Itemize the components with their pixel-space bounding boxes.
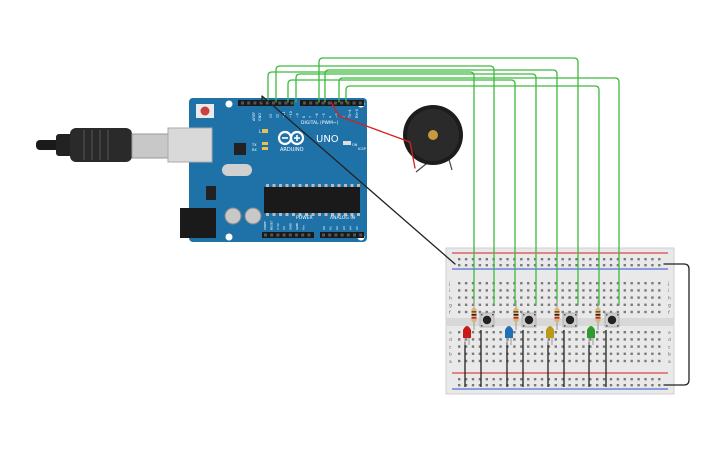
wire-button-3[interactable] bbox=[318, 57, 579, 306]
wire-button-2[interactable] bbox=[295, 73, 537, 306]
power-pin-label: IOREF bbox=[263, 221, 267, 230]
push-button[interactable] bbox=[521, 312, 537, 328]
digital-pin-label: 12 bbox=[276, 114, 280, 118]
led-l-label: L bbox=[259, 129, 262, 134]
led[interactable] bbox=[587, 326, 595, 345]
row-letter: b bbox=[668, 352, 671, 358]
piezo-buzzer[interactable] bbox=[403, 105, 463, 173]
push-button[interactable] bbox=[479, 312, 495, 328]
led[interactable] bbox=[463, 326, 471, 345]
row-letter: c bbox=[668, 345, 671, 350]
row-letter: b bbox=[449, 352, 452, 358]
gnd-label: GND bbox=[258, 113, 262, 121]
row-letter: f bbox=[668, 310, 670, 316]
usb-chip bbox=[234, 143, 246, 155]
arduino-board[interactable]: ARDUINO UNO DIGITAL (PWM~) POWER ANALOG … bbox=[167, 98, 367, 242]
row-letter: j bbox=[448, 281, 450, 287]
analog-pin-label: A5 bbox=[355, 226, 359, 230]
row-letter: d bbox=[668, 337, 671, 343]
breadboard-components bbox=[463, 300, 620, 387]
power-jack bbox=[180, 208, 216, 238]
digital-pin-label: 13 bbox=[269, 114, 273, 118]
row-letter: j bbox=[667, 281, 669, 287]
push-button[interactable] bbox=[562, 312, 578, 328]
wire-ground[interactable] bbox=[261, 95, 456, 265]
led-tx-label: TX bbox=[251, 143, 257, 147]
atmega-chip bbox=[264, 187, 360, 213]
row-letter: e bbox=[449, 331, 452, 336]
resistor[interactable] bbox=[513, 300, 519, 330]
resistor[interactable] bbox=[554, 300, 560, 330]
on-label: ON bbox=[352, 143, 358, 147]
arduino-logo bbox=[277, 130, 305, 146]
analog-pin-label: A4 bbox=[348, 226, 352, 230]
center-channel bbox=[446, 318, 674, 326]
analog-pin-label: A2 bbox=[335, 226, 339, 230]
power-pin-label: RESET bbox=[269, 220, 273, 230]
analog-pin-label: A1 bbox=[329, 226, 333, 230]
row-letter: a bbox=[449, 360, 452, 365]
led[interactable] bbox=[505, 326, 513, 345]
digital-pin-label: TX→1 bbox=[348, 109, 352, 119]
row-letter: h bbox=[668, 295, 671, 301]
model-label: UNO bbox=[316, 134, 339, 145]
row-letter: d bbox=[449, 337, 452, 343]
digital-pin-label: 7 bbox=[309, 116, 313, 118]
row-letter: i bbox=[449, 288, 450, 294]
reset-button[interactable] bbox=[200, 106, 210, 116]
wire-led-green[interactable] bbox=[345, 85, 600, 306]
analog-label: ANALOG IN bbox=[330, 215, 355, 221]
header-power bbox=[262, 232, 314, 238]
wire-rail-jumper[interactable] bbox=[663, 263, 690, 386]
analog-pin-label: A0 bbox=[322, 226, 326, 230]
power-pin-label: Vin bbox=[301, 225, 305, 230]
power-pin-label: GND bbox=[289, 222, 293, 230]
power-pin-label: GND bbox=[295, 222, 299, 230]
row-letter: f bbox=[449, 310, 451, 316]
wire-led-blue[interactable] bbox=[287, 79, 516, 306]
wire-button-4[interactable] bbox=[338, 77, 620, 306]
wire-led-yellow[interactable] bbox=[324, 69, 558, 306]
digital-pin-label: 8 bbox=[302, 116, 306, 118]
row-letter: e bbox=[668, 331, 671, 336]
digital-pin-label: ~3 bbox=[335, 113, 339, 118]
resistor[interactable] bbox=[595, 300, 601, 330]
brand-label: ARDUINO bbox=[280, 147, 304, 153]
power-pin-label: 3.3V bbox=[276, 222, 280, 230]
led-rx-label: RX bbox=[252, 148, 257, 152]
usb-port bbox=[167, 127, 213, 163]
wires bbox=[261, 57, 690, 386]
power-pin-label: 5V bbox=[282, 225, 286, 230]
digital-pin-label: ~9 bbox=[295, 113, 299, 118]
digital-pin-label: ~5 bbox=[322, 113, 326, 118]
icsp-label: ICSP bbox=[358, 147, 366, 151]
wire-button-1[interactable] bbox=[275, 65, 495, 306]
row-letter: c bbox=[449, 345, 452, 350]
row-letter: a bbox=[668, 360, 671, 365]
row-letter: g bbox=[668, 304, 671, 309]
row-letter: i bbox=[668, 288, 669, 294]
digital-label: DIGITAL (PWM~) bbox=[301, 120, 339, 126]
resistor[interactable] bbox=[471, 300, 477, 330]
push-button[interactable] bbox=[604, 312, 620, 328]
row-letter: h bbox=[449, 295, 452, 301]
power-label: POWER bbox=[296, 215, 313, 221]
digital-pin-label: ~6 bbox=[315, 113, 319, 118]
crystal bbox=[222, 164, 252, 176]
digital-pin-label: ~10 bbox=[289, 111, 293, 118]
row-letter: g bbox=[449, 304, 452, 309]
usb-cable[interactable] bbox=[36, 128, 171, 162]
analog-pin-label: A3 bbox=[342, 226, 346, 230]
digital-pin-label: 4 bbox=[328, 116, 332, 118]
aref-label: AREF bbox=[252, 112, 256, 121]
wire-buzzer-signal[interactable] bbox=[330, 101, 416, 169]
digital-pin-label: 2 bbox=[342, 116, 346, 118]
led[interactable] bbox=[546, 326, 554, 345]
digital-pin-label: RX←0 bbox=[355, 109, 359, 118]
